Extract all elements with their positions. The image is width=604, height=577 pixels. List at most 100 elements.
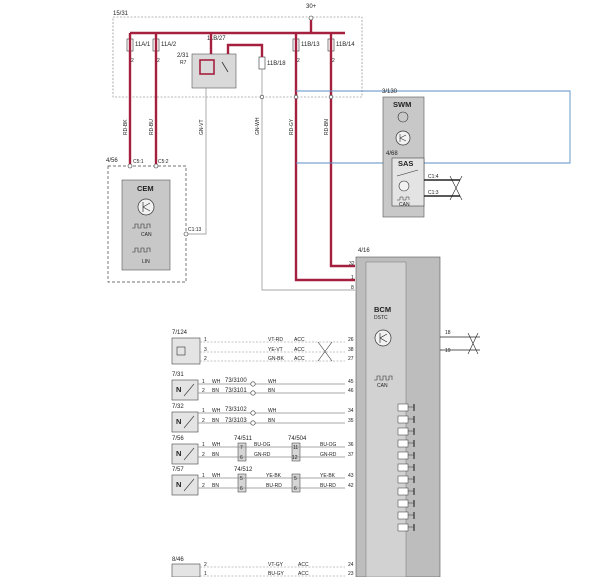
svg-text:1: 1 (202, 379, 205, 385)
svg-text:35: 35 (348, 418, 354, 424)
fuse-label: 11A/2 (161, 42, 177, 48)
lin-signal-icon (132, 247, 151, 253)
relay-code: 2/31 (177, 53, 189, 59)
cem-can-label: CAN (141, 232, 152, 238)
steering-wheel-icon (397, 111, 409, 123)
svg-text:VT-RD: VT-RD (268, 337, 283, 343)
can-link-frame (296, 90, 571, 164)
cem-pin: C5:1 (133, 159, 144, 165)
sensor-7-56-row: 2 BN 6 GN-RD 12 GN-RD 37 (198, 452, 354, 461)
can-signal-icon (397, 196, 410, 201)
sensor-7-31-row: 2 BN 73/3101 BN 46 (198, 388, 354, 394)
bcm-pin: 32 (349, 261, 355, 267)
svg-text:YE-BK: YE-BK (266, 473, 282, 479)
svg-text:ACC: ACC (298, 571, 309, 577)
sas-can-label: CAN (399, 202, 410, 208)
cem-pin: C1:13 (188, 227, 202, 233)
svg-text:WH: WH (268, 408, 277, 414)
svg-text:WH: WH (212, 379, 221, 385)
wheel-sensor-glyph: N (176, 449, 181, 458)
bcm-pin: 18 (445, 330, 451, 336)
sensor-7-56: 7/56 N 74/511 74/504 (171, 436, 307, 465)
swm-id: 3/130 (382, 89, 398, 95)
svg-text:BN: BN (212, 452, 219, 458)
sensor-7-31-row: 1 WH 73/3100 WH 45 (198, 378, 354, 385)
fuse-label: 11B/18 (267, 61, 286, 67)
wire-label: RD-BK (123, 119, 129, 135)
svg-text:73/3103: 73/3103 (225, 418, 247, 424)
sas-pin: C1:4 (428, 174, 439, 180)
sas-can-wires (424, 179, 460, 197)
angle-sensor-icon (396, 169, 419, 177)
sensor-7-57: 7/57 N 74/512 (171, 467, 301, 496)
power-supply-node (308, 15, 314, 21)
wheel-sensor-glyph: N (176, 480, 181, 489)
sensor-7-124-row: 1 VT-RD ACC 26 (200, 337, 354, 343)
svg-text:36: 36 (348, 442, 354, 448)
svg-text:11: 11 (293, 445, 298, 451)
fuse-box-frame (112, 16, 363, 98)
svg-text:YE-BK: YE-BK (320, 473, 336, 479)
svg-text:3: 3 (204, 347, 207, 353)
bcm-id: 4/16 (358, 248, 370, 254)
svg-text:1: 1 (202, 442, 205, 448)
relay-sub: R7 (180, 60, 187, 66)
wire-label: GN-WH (255, 117, 261, 135)
sas-module: 4/68 SAS CAN C1:4 C1:3 (386, 151, 439, 208)
svg-text:WH: WH (212, 408, 221, 414)
svg-text:BU-GY: BU-GY (268, 571, 285, 577)
bcm-pin: 19 (445, 348, 451, 354)
cem-module: 4/56 CEM CAN LIN C5:1 C5:2 C1:13 (106, 158, 202, 283)
svg-text:5: 5 (240, 476, 243, 482)
sensor-7-56-row: 1 WH 7 BU-OG 11 BU-OG 36 (198, 442, 354, 451)
svg-text:73/3100: 73/3100 (225, 378, 247, 384)
wire-label: GN-VT (199, 119, 205, 135)
sas-title: SAS (398, 159, 413, 168)
sensor-7-124-row: 2 GN-BK ACC 27 (200, 356, 354, 362)
svg-text:2: 2 (202, 418, 205, 424)
relay-output (226, 43, 264, 57)
svg-text:1: 1 (204, 571, 207, 577)
sensor-7-57-row: 2 BN 6 BU-RD 6 BU-RD 42 (198, 483, 354, 492)
wheel-sensor-glyph: N (176, 385, 181, 394)
sensor-8-46-row: 2 VT-GY ACC 24 (200, 562, 354, 568)
svg-text:ACC: ACC (294, 347, 305, 353)
sas-pin: C1:3 (428, 190, 439, 196)
connector-ref: 74/512 (234, 467, 253, 473)
sensor-8-46-row: 1 BU-GY ACC 23 (200, 571, 354, 577)
sensor-7-124-row: 3 YE-VT ACC 38 (200, 347, 354, 353)
svg-text:GN-RD: GN-RD (254, 452, 271, 458)
svg-text:1: 1 (204, 337, 207, 343)
svg-text:BN: BN (212, 483, 219, 489)
svg-text:2: 2 (131, 58, 134, 64)
wire-label: RD-GY (289, 118, 295, 135)
fuse-label: 11B/13 (301, 42, 320, 48)
svg-text:42: 42 (348, 483, 354, 489)
svg-text:46: 46 (348, 388, 354, 394)
bcm-right-wires (440, 336, 480, 351)
bcm-pin: 8 (351, 285, 354, 291)
svg-text:WH: WH (212, 473, 221, 479)
svg-text:7/32: 7/32 (172, 404, 184, 410)
svg-text:ACC: ACC (298, 562, 309, 568)
cem-pin: C5:2 (158, 159, 169, 165)
bcm-output-drivers (397, 403, 415, 532)
svg-text:2: 2 (202, 483, 205, 489)
svg-text:37: 37 (348, 452, 354, 458)
connector-ref: 74/504 (288, 436, 307, 442)
swm-title: SWM (393, 100, 411, 109)
potentiometer-icon (176, 346, 186, 356)
svg-text:24: 24 (348, 562, 354, 568)
sas-id: 4/68 (386, 151, 398, 157)
svg-text:WH: WH (268, 379, 277, 385)
svg-text:ACC: ACC (294, 337, 305, 343)
cem-lin-label: LIN (142, 259, 150, 265)
wheel-sensor-glyph: N (176, 417, 181, 426)
svg-text:BN: BN (212, 388, 219, 394)
svg-text:43: 43 (348, 473, 354, 479)
svg-text:6: 6 (240, 455, 243, 461)
sensor-7-32-row: 2 BN 73/3103 BN 35 (198, 418, 354, 424)
svg-text:73/3102: 73/3102 (225, 407, 247, 413)
svg-text:1: 1 (202, 473, 205, 479)
cem-title: CEM (137, 184, 154, 193)
